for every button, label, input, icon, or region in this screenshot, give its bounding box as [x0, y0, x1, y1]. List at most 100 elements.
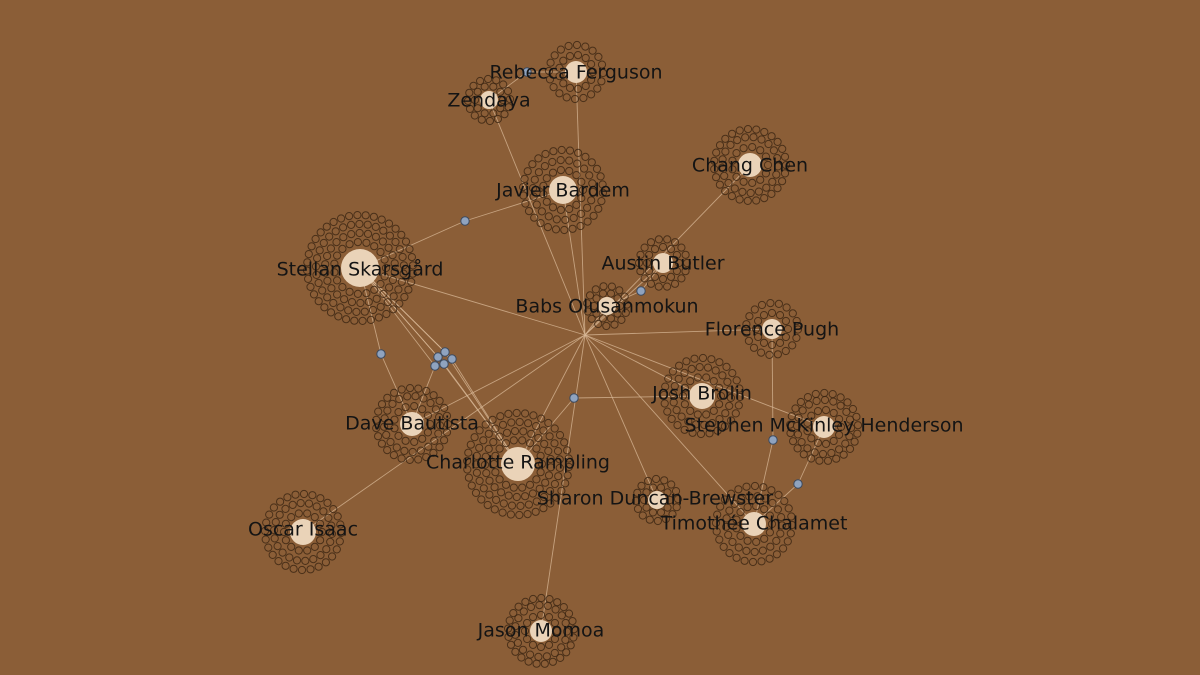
member-node	[726, 140, 735, 149]
hub-node-javier-bardem[interactable]	[549, 176, 577, 204]
member-node	[470, 433, 479, 442]
member-node	[504, 103, 513, 112]
member-node	[752, 196, 761, 205]
member-node	[650, 272, 660, 281]
member-node	[507, 418, 516, 427]
hub-node-florence-pugh[interactable]	[762, 319, 782, 339]
member-node	[418, 405, 427, 414]
shared-node-3[interactable]	[376, 349, 386, 359]
member-node	[430, 436, 439, 445]
member-node	[768, 177, 777, 186]
member-node	[559, 603, 568, 612]
shared-node-6[interactable]	[447, 354, 457, 364]
member-node	[725, 506, 734, 515]
member-node	[565, 146, 575, 155]
member-node	[356, 298, 365, 308]
hub-node-josh-brolin[interactable]	[689, 383, 715, 409]
member-node	[654, 235, 664, 244]
member-node	[353, 238, 362, 247]
hub-node-charlotte-rampling[interactable]	[501, 447, 535, 481]
member-node	[520, 174, 529, 183]
edge-josh-brolin	[584, 334, 703, 397]
hub-node-dave-bautista[interactable]	[400, 412, 424, 436]
hub-node-sharon-duncan-brewster[interactable]	[648, 491, 666, 509]
member-node	[732, 553, 741, 562]
shared-node-2[interactable]	[636, 286, 646, 296]
member-node	[425, 419, 435, 429]
member-node	[793, 444, 802, 453]
shared-node-11[interactable]	[793, 479, 803, 489]
hub-node-jason-momoa[interactable]	[530, 620, 552, 642]
member-node	[764, 139, 773, 149]
hub-node-zendaya[interactable]	[480, 91, 498, 109]
member-node	[721, 134, 730, 143]
member-node	[695, 363, 704, 372]
member-node	[607, 282, 617, 291]
member-node	[548, 203, 558, 212]
hub-node-babs-olusanmokun[interactable]	[598, 297, 616, 315]
member-node	[504, 624, 513, 633]
member-node	[633, 504, 643, 513]
member-node	[473, 87, 482, 96]
member-node	[323, 498, 332, 507]
hub-node-chang-chen[interactable]	[738, 153, 762, 177]
member-node	[587, 196, 596, 205]
member-node	[502, 428, 512, 437]
shared-node-1[interactable]	[460, 216, 470, 226]
member-node	[743, 125, 753, 134]
shared-node-5[interactable]	[440, 347, 450, 357]
member-node	[325, 232, 334, 241]
member-node	[283, 493, 292, 502]
member-node	[524, 500, 534, 509]
member-node	[532, 444, 541, 453]
member-node	[394, 408, 403, 417]
member-node	[732, 515, 741, 524]
member-node	[735, 384, 744, 393]
member-node	[544, 446, 553, 456]
member-node	[506, 640, 516, 649]
member-node	[495, 444, 504, 453]
shared-node-10[interactable]	[768, 435, 778, 445]
member-node	[730, 184, 739, 193]
member-node	[397, 385, 406, 394]
hub-node-rebecca-ferguson[interactable]	[565, 61, 587, 83]
hub-node-stephen-mckinley-henderson[interactable]	[813, 416, 835, 438]
label-dave-bautista: Dave Bautista	[345, 413, 479, 435]
shared-node-9[interactable]	[569, 393, 579, 403]
member-node	[497, 488, 506, 497]
member-node	[672, 503, 681, 512]
member-node	[537, 414, 546, 423]
member-node	[769, 146, 779, 155]
member-node	[788, 309, 797, 318]
member-node	[548, 657, 558, 666]
member-node	[750, 547, 759, 557]
member-node	[532, 659, 541, 668]
shared-node-8[interactable]	[439, 359, 449, 369]
member-node	[435, 421, 445, 430]
shared-node-4[interactable]	[433, 352, 443, 362]
member-node	[512, 492, 521, 502]
shared-edge-10-florence-pugh	[771, 328, 774, 441]
member-node	[544, 471, 554, 480]
member-node	[279, 527, 289, 537]
hub-node-oscar-isaac[interactable]	[290, 519, 316, 545]
member-node	[542, 197, 551, 206]
hub-node-stellan-skarsgard[interactable]	[341, 249, 379, 287]
member-node	[264, 543, 273, 552]
member-node	[519, 191, 528, 200]
member-node	[546, 487, 555, 496]
hub-node-timothee-chalamet[interactable]	[742, 512, 766, 536]
member-node	[715, 383, 724, 392]
member-node	[634, 258, 644, 268]
member-node	[784, 504, 793, 513]
hub-node-austin-butler[interactable]	[653, 253, 673, 273]
shared-node-7[interactable]	[430, 361, 440, 371]
member-node	[493, 114, 502, 124]
member-node	[721, 147, 730, 156]
member-node	[780, 497, 789, 506]
member-node	[355, 219, 364, 229]
member-node	[476, 76, 485, 86]
member-node	[407, 277, 416, 286]
member-node	[270, 526, 279, 535]
shared-node-0[interactable]	[522, 67, 532, 77]
